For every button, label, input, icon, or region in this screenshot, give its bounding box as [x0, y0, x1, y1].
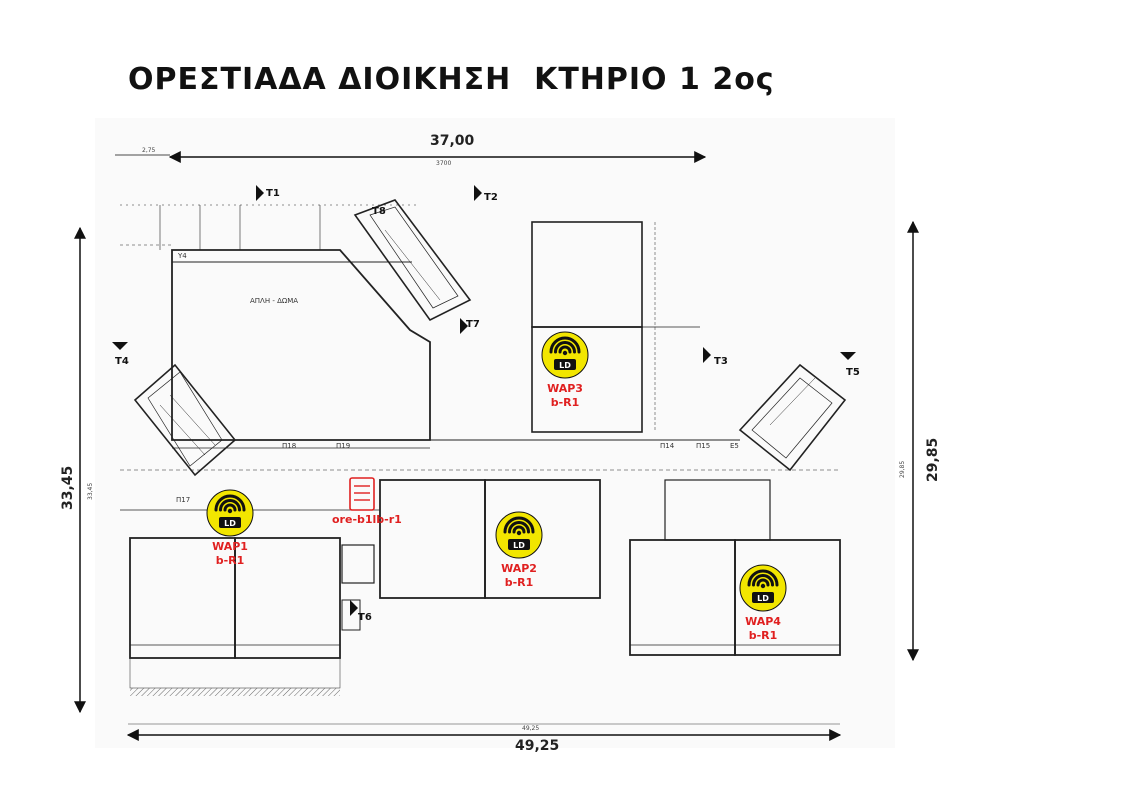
wap-ref: b-R1	[749, 629, 778, 642]
wap-name: WAP1	[212, 540, 248, 553]
wap-name: WAP2	[501, 562, 537, 575]
top-dimension-label: 37,00	[430, 133, 475, 149]
top-dimension-small: 3700	[436, 160, 451, 167]
wifi-icon	[747, 569, 779, 589]
ld-box	[554, 359, 576, 370]
bottom-dimension-label: 49,25	[515, 738, 559, 754]
ld-label: LD	[513, 541, 525, 550]
ld-label: LD	[757, 594, 769, 603]
marker-t4: T4	[115, 356, 129, 367]
marker-y4: Y4	[177, 252, 187, 260]
hatched-strip	[130, 688, 340, 696]
marker-p15: Π15	[696, 442, 710, 450]
rack-label: ore-b1lb-r1	[332, 513, 402, 526]
right-dimension-label: 29,85	[925, 438, 941, 482]
bottom-dimension-small: 49,25	[522, 725, 539, 732]
ld-label: LD	[559, 361, 571, 370]
section-markers: T1 T2 T3 T4 T5 T6 T7 T8 Π17 Π19 Π18 Π14 …	[112, 185, 860, 623]
marker-p14: Π14	[660, 442, 675, 450]
ld-box	[752, 592, 774, 603]
left-dimension: 33,45 33,45	[60, 226, 94, 714]
rack-icon	[349, 477, 375, 511]
rack-ore-b1lb-r1[interactable]: ore-b1lb-r1	[332, 477, 402, 526]
marker-t7: T7	[466, 319, 480, 330]
wap-name: WAP4	[745, 615, 781, 628]
marker-t1: T1	[266, 188, 280, 199]
marker-t3: T3	[714, 356, 728, 367]
right-dimension: 29,85 29,85	[899, 220, 941, 662]
wap-ref: b-R1	[551, 396, 580, 409]
building-walls	[120, 199, 847, 689]
wap-ref: b-R1	[505, 576, 534, 589]
wap-name: WAP3	[547, 382, 583, 395]
scan-background	[95, 118, 895, 748]
ld-label: LD	[224, 519, 236, 528]
top-left-dimension: 2,75	[142, 147, 156, 154]
marker-p18: Π18	[282, 442, 296, 450]
ld-box	[219, 517, 241, 528]
marker-t2: T2	[484, 192, 498, 203]
marker-p19: Π19	[336, 442, 350, 450]
area-label: ΑΠΛΗ - ΔΩΜΑ	[250, 297, 298, 305]
left-dimension-small: 33,45	[87, 483, 94, 500]
marker-e5: E5	[730, 442, 739, 450]
left-dimension-label: 33,45	[60, 466, 76, 510]
wifi-icon	[503, 516, 535, 536]
top-dimension: 37,00 3700 2,75	[115, 133, 707, 167]
marker-t5: T5	[846, 367, 860, 378]
bottom-dimension: 49,25 49,25	[126, 723, 842, 754]
marker-t6: T6	[358, 612, 372, 623]
marker-p17: Π17	[176, 496, 190, 504]
wap-ref: b-R1	[216, 554, 245, 567]
ld-box	[508, 539, 530, 550]
wifi-icon	[214, 494, 246, 514]
wifi-icon	[549, 336, 581, 356]
right-dimension-small: 29,85	[899, 461, 906, 478]
page-title: ΟΡΕΣΤΙΑΔΑ ΔΙΟΙΚΗΣΗ ΚΤΗΡΙΟ 1 2ος	[128, 62, 775, 97]
marker-t8: T8	[372, 206, 386, 217]
